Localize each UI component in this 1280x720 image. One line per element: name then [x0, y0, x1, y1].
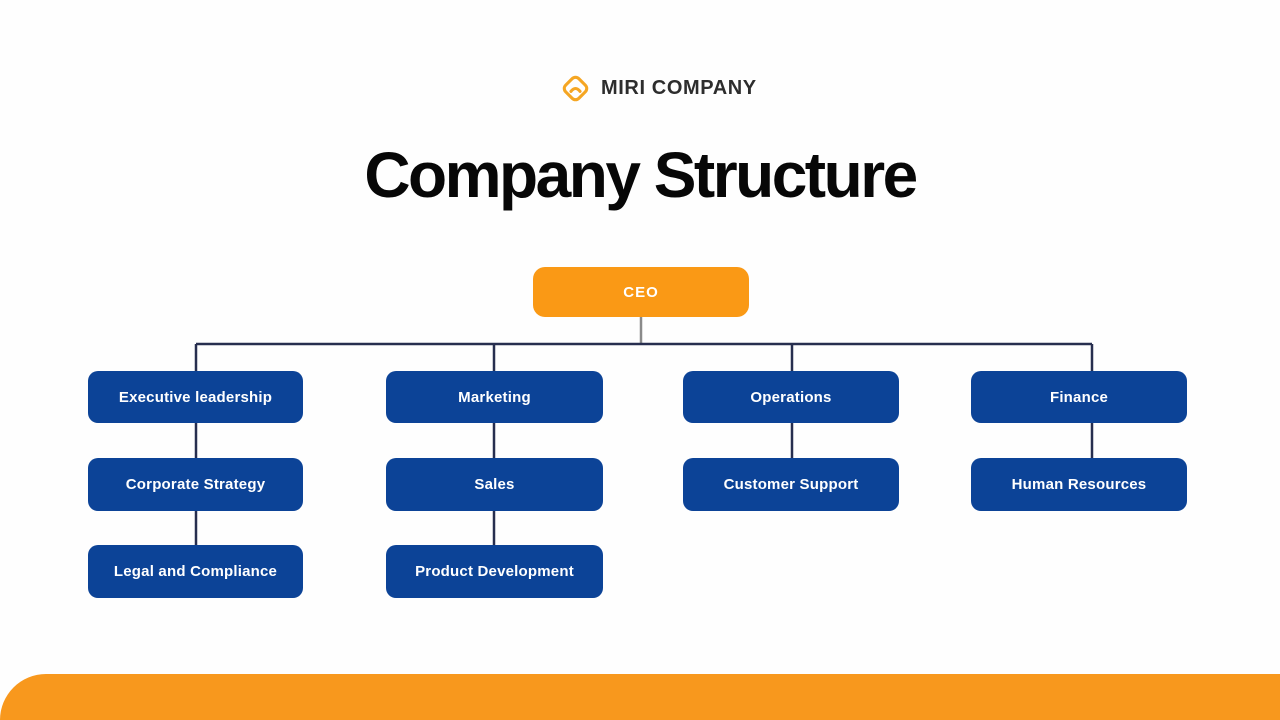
org-node-legal-and-compliance: Legal and Compliance	[88, 545, 303, 598]
org-node-sales: Sales	[386, 458, 603, 511]
org-node-human-resources: Human Resources	[971, 458, 1187, 511]
company-logo: MIRI COMPANY	[559, 72, 757, 105]
org-node-operations: Operations	[683, 371, 899, 423]
company-name: MIRI COMPANY	[601, 77, 757, 99]
org-node-corporate-strategy: Corporate Strategy	[88, 458, 303, 511]
diamond-logo-icon	[562, 75, 589, 102]
page-title: Company Structure	[364, 139, 918, 211]
footer-accent-bar	[0, 674, 1280, 720]
org-node-finance: Finance	[971, 371, 1187, 423]
org-node-executive-leadership: Executive leadership	[88, 371, 303, 423]
org-node-marketing: Marketing	[386, 371, 603, 423]
org-node-ceo: CEO	[533, 267, 749, 317]
org-node-product-development: Product Development	[386, 545, 603, 598]
org-node-customer-support: Customer Support	[683, 458, 899, 511]
